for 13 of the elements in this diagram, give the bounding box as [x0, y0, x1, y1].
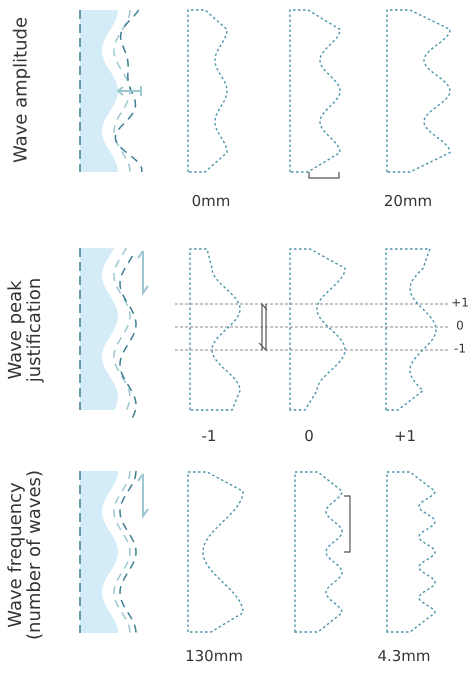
value-label: +1	[394, 428, 416, 444]
value-label: 20mm	[384, 192, 432, 210]
value-label: -1	[202, 428, 216, 444]
value-label: 130mm	[185, 648, 243, 664]
value-label: -1	[454, 342, 466, 356]
row-title: Wave peak justification	[7, 276, 45, 385]
value-label: 0mm	[192, 192, 230, 210]
value-label: 0	[304, 428, 314, 444]
value-label: 4.3mm	[377, 648, 431, 664]
value-label: 0	[456, 319, 464, 333]
row-title: Wave amplitude	[12, 16, 32, 166]
value-label: +1	[451, 296, 469, 310]
row-title: Wave frequency (number of waves)	[7, 469, 45, 642]
